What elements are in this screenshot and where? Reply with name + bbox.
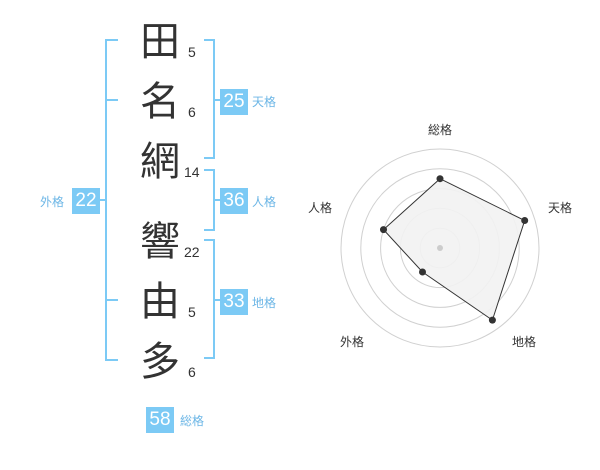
chikaku-value: 33 [220,289,248,315]
jinkaku-value: 36 [220,188,248,214]
name-char-4: 響 [140,219,180,265]
gaikaku-bracket [100,39,118,361]
name-char-6: 多 [140,339,180,385]
gaikaku-value: 22 [72,188,100,214]
stroke-count-3: 14 [184,164,200,180]
radar-point-2 [521,217,529,224]
gaikaku-label: 外格 [40,195,65,209]
stroke-count-5: 5 [188,304,196,320]
tenkaku-value: 25 [220,89,248,115]
name-char-5: 由 [140,279,180,325]
chikaku-bracket [204,239,220,359]
name-char-2: 名 [140,79,180,125]
stroke-count-4: 22 [184,244,200,260]
tenkaku-bracket [204,39,220,159]
jinkaku-bracket [204,169,220,231]
name-char-1: 田 [140,19,180,65]
stroke-count-6: 6 [188,364,196,380]
stroke-count-2: 6 [188,104,196,120]
chikaku-label: 地格 [252,296,277,310]
radar-label-tenkaku: 天格 [548,201,573,215]
tenkaku-label: 天格 [252,95,277,109]
radar-label-soukaku: 総格 [428,123,453,137]
radar-center-point [437,245,443,251]
name-char-3: 網 [140,139,180,185]
soukaku-label: 総格 [180,414,205,428]
stroke-count-1: 5 [188,44,196,60]
jinkaku-label: 人格 [252,195,277,209]
radar-point-1 [436,175,444,183]
radar-label-gaikaku: 外格 [340,335,365,349]
radar-label-jinkaku: 人格 [308,201,333,215]
radar-point-4 [419,268,426,276]
radar-ring [360,168,520,328]
radar-label-chikaku: 地格 [512,335,537,349]
radar-ring [340,148,540,348]
radar-point-5 [380,226,387,234]
radar-polygon [382,178,526,321]
radar-point-3 [488,316,496,324]
soukaku-value: 58 [146,407,174,433]
